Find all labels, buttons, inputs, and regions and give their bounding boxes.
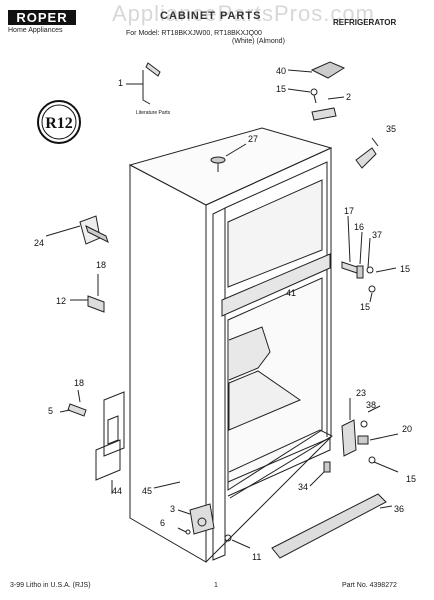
callout-37: 37	[372, 230, 382, 240]
freezer-opening	[227, 179, 323, 288]
page-title: CABINET PARTS	[160, 10, 262, 22]
appliance-type: REFRIGERATOR	[333, 18, 397, 27]
callout-5: 5	[48, 406, 53, 416]
callout-15: 15	[400, 264, 410, 274]
callout-1: 1	[118, 78, 123, 88]
footer-part-number: Part No. 4398272	[342, 582, 397, 589]
footer-litho: 3-99 Litho in U.S.A. (RJS)	[10, 582, 91, 589]
callout-36: 36	[394, 504, 404, 514]
callout-38: 38	[366, 400, 376, 410]
cabinet-front-frame	[205, 147, 332, 563]
page-header: AppliancePartsPros.com ROPER Home Applia…	[0, 0, 434, 60]
callout-2: 2	[346, 92, 351, 102]
part-40	[310, 61, 346, 79]
callout-6: 6	[160, 518, 165, 528]
callout-34: 34	[298, 482, 308, 492]
callout-44: 44	[112, 486, 122, 496]
callout-16: 16	[354, 222, 364, 232]
callout-12: 12	[56, 296, 66, 306]
part-3	[189, 503, 215, 535]
literature-label: Literature Parts	[136, 110, 171, 116]
footer-page: 1	[214, 582, 218, 589]
callout-15: 15	[360, 302, 370, 312]
callout-15: 15	[276, 84, 286, 94]
model-line: For Model: RT18BKXJW00, RT18BKXJQ00	[126, 30, 262, 37]
part-23	[341, 419, 357, 457]
brand-subtitle: Home Appliances	[8, 27, 63, 34]
callout-15: 15	[406, 474, 416, 484]
callout-23: 23	[356, 388, 366, 398]
callout-24: 24	[34, 238, 44, 248]
callout-18: 18	[74, 378, 84, 388]
callout-11: 11	[252, 552, 261, 562]
brand-logo: ROPER	[8, 10, 76, 25]
callout-41: 41	[286, 288, 296, 298]
r12-badge-text: R12	[45, 115, 73, 132]
callout-35: 35	[386, 124, 396, 134]
callout-27: 27	[248, 134, 258, 144]
callout-18: 18	[96, 260, 106, 270]
color-variants: (White) (Almond)	[232, 38, 285, 45]
cabinet-left-side	[129, 164, 207, 563]
callout-40: 40	[276, 66, 286, 76]
part-44	[95, 439, 121, 481]
r12-badge-icon: R12	[37, 100, 81, 144]
part-36	[271, 493, 387, 559]
divider-rail	[221, 253, 331, 317]
callout-45: 45	[142, 486, 152, 496]
callout-17: 17	[344, 206, 354, 216]
callout-20: 20	[402, 424, 412, 434]
part-2	[311, 107, 337, 121]
watermark: AppliancePartsPros.com	[112, 1, 375, 26]
callout-3: 3	[170, 504, 175, 514]
part-35	[355, 147, 377, 169]
